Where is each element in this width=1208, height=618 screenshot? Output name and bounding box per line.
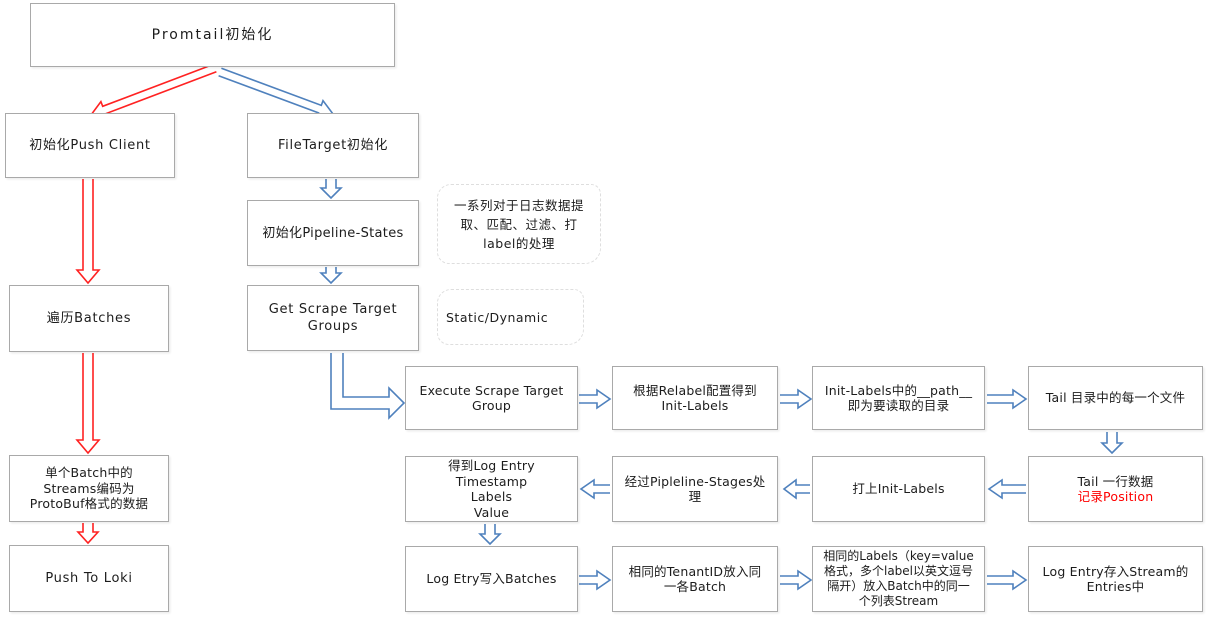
arrow-states-to-groups (319, 267, 343, 285)
node-relabel-init-labels: 根据Relabel配置得到 Init-Labels (612, 366, 778, 430)
arrow-tailfile-to-tailline (1100, 432, 1124, 455)
arrow-groups-to-execute-elbow (330, 353, 406, 420)
tail-one-line-position-note: 记录Position (1077, 489, 1154, 504)
node-filetarget-init: FileTarget初始化 (247, 113, 419, 178)
arrow-row1-relabel-to-path (780, 388, 813, 410)
node-pipeline-stages-process: 经过Pipleline-Stages处 理 (612, 456, 778, 522)
node-execute-scrape-target-group: Execute Scrape Target Group (405, 366, 578, 430)
arrow-push-client-to-batches (75, 179, 101, 285)
node-log-entry-fields: 得到Log Entry Timestamp Labels Value (405, 456, 578, 522)
arrow-row3-labels-to-entries (987, 569, 1028, 591)
arrow-row2-stages-to-fields (579, 478, 610, 500)
arrow-promtail-to-filetarget (218, 67, 335, 119)
arrow-fields-to-write-batches (478, 524, 502, 546)
arrow-row3-tenant-to-labels (780, 569, 813, 591)
node-log-etry-write-batches: Log Etry写入Batches (405, 546, 578, 612)
node-push-to-loki: Push To Loki (9, 545, 169, 612)
node-tail-one-line: Tail 一行数据 记录Position (1028, 456, 1203, 522)
node-iterate-batches: 遍历Batches (9, 285, 169, 352)
node-same-tenantid-batch: 相同的TenantID放入同 一各Batch (612, 546, 778, 612)
node-tail-every-file: Tail 目录中的每一个文件 (1028, 366, 1203, 430)
annotation-static-dynamic: Static/Dynamic (437, 289, 584, 345)
arrow-encode-to-push-loki (76, 523, 100, 545)
arrow-batches-to-encode (75, 353, 101, 455)
arrow-row1-path-to-tailfile (987, 388, 1028, 410)
node-init-push-client: 初始化Push Client (5, 113, 175, 178)
node-init-labels-path: Init-Labels中的__path__ 即为要读取的目录 (812, 366, 985, 430)
node-get-scrape-target-groups: Get Scrape Target Groups (247, 285, 419, 351)
node-tag-init-labels: 打上Init-Labels (812, 456, 985, 522)
arrow-row2-tag-to-stages (782, 478, 810, 500)
node-batch-streams-protobuf: 单个Batch中的 Streams编码为 ProtoBuf格式的数据 (9, 455, 169, 522)
arrow-filetarget-to-states (319, 179, 343, 200)
annotation-pipeline-note: 一系列对于日志数据提 取、匹配、过滤、打 label的处理 (437, 184, 601, 264)
arrow-row2-tailline-to-tag (987, 478, 1026, 500)
node-init-pipeline-states: 初始化Pipeline-States (247, 200, 419, 266)
arrow-row1-execute-to-relabel (579, 388, 612, 410)
arrow-row3-write-to-tenant (579, 569, 612, 591)
node-same-labels-stream: 相同的Labels（key=value 格式，多个label以英文逗号 隔开）放… (812, 546, 985, 612)
tail-one-line-label: Tail 一行数据 (1077, 473, 1154, 489)
arrow-promtail-to-push-client (89, 63, 217, 120)
node-promtail-init: Promtail初始化 (30, 3, 395, 67)
node-log-entry-stream-entries: Log Entry存入Stream的 Entries中 (1028, 546, 1203, 612)
